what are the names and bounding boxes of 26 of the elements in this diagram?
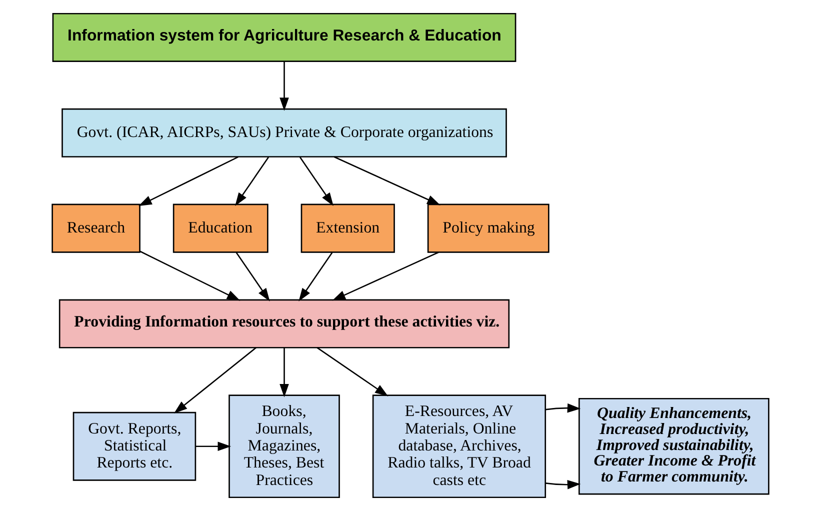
node-box: Information system for Agriculture Research & Education [52, 12, 516, 62]
arrow [298, 252, 332, 302]
arrow [138, 156, 238, 206]
node-box: Policy making [426, 204, 549, 253]
arrow [139, 250, 240, 301]
node-box: Govt. Reports, Statistical Reports etc. [72, 412, 196, 481]
node-box: Books, Journals, Magazines, Theses, Best Practices [228, 394, 340, 498]
arrow [298, 156, 333, 206]
node-box: E-Resources, AV Materials, Online database, Archives, Radio talks, TV Broad casts etc [372, 394, 546, 498]
arrow [545, 480, 580, 490]
node-box: Govt. (ICAR, AICRPs, SAUs) Private & Corporate organizations [61, 108, 506, 158]
arrow [545, 403, 580, 413]
node-box: Quality Enhancements, Increased productivity, Improved sustainability, Greater Income & Profit to Farmer community. [578, 398, 769, 495]
node-box: Providing Information resources to support these activities viz. [58, 299, 510, 348]
arrow [332, 252, 438, 301]
arrow [235, 252, 270, 302]
arrow [234, 156, 269, 206]
node-box: Extension [300, 204, 394, 253]
node-box: Education [172, 204, 268, 253]
arrow [279, 62, 288, 111]
node-box: Research [51, 204, 140, 253]
arrow [333, 156, 440, 206]
arrow [195, 442, 231, 451]
arrow [173, 347, 256, 414]
arrow [316, 347, 388, 396]
arrow [279, 348, 288, 398]
